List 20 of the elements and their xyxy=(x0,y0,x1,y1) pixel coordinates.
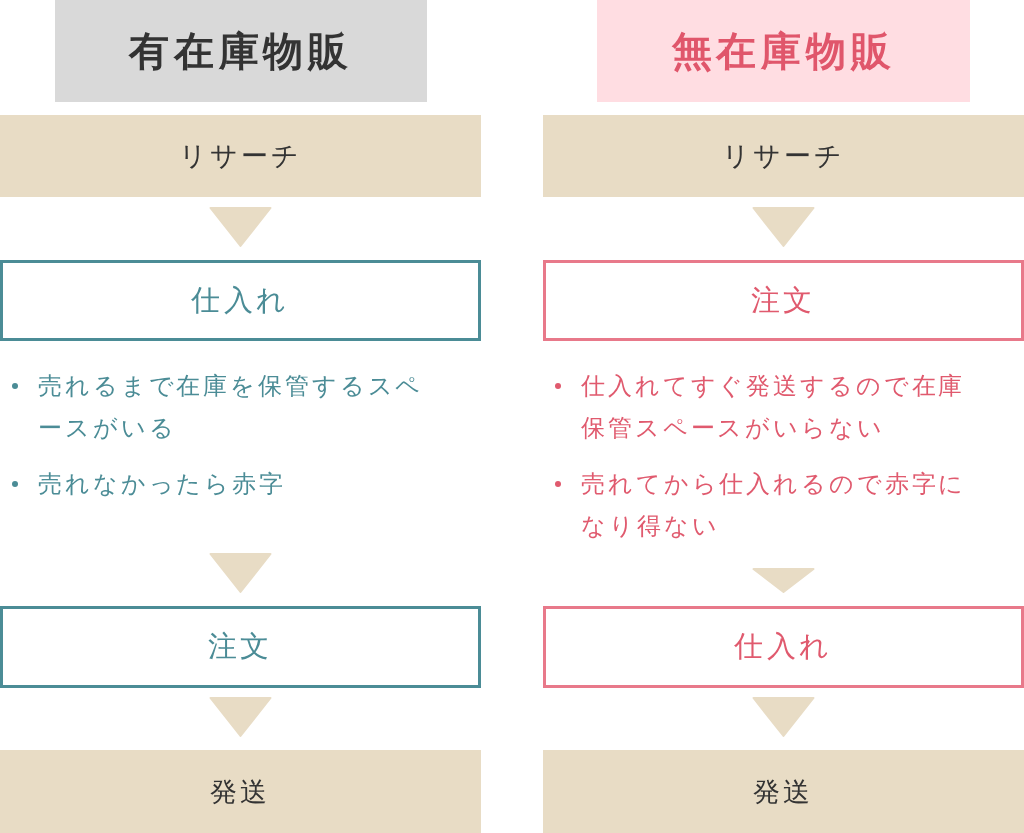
process-box: 注文 xyxy=(543,260,1024,341)
step-box: 発送 xyxy=(0,750,481,833)
arrow xyxy=(209,697,272,737)
step-box: リサーチ xyxy=(543,115,1024,197)
arrow xyxy=(752,697,815,737)
step-box: リサーチ xyxy=(0,115,481,197)
arrow xyxy=(752,568,815,593)
title-box: 有在庫物販 xyxy=(55,0,427,102)
arrow xyxy=(752,207,815,247)
bullet-text: 売れるまで在庫を保管するスペースがいる xyxy=(38,371,425,444)
bullet-text: 仕入れてすぐ発送するので在庫保管スペースがいらない xyxy=(581,371,967,444)
bullet-text: 売れてから仕入れるので赤字になり得ない xyxy=(581,469,968,542)
process-box: 注文 xyxy=(0,606,481,688)
title-box: 無在庫物販 xyxy=(597,0,970,102)
arrow xyxy=(209,553,272,593)
process-box: 仕入れ xyxy=(0,260,481,341)
bullet-text: 売れなかったら赤字 xyxy=(38,469,287,500)
step-box: 発送 xyxy=(543,750,1024,833)
process-box: 仕入れ xyxy=(543,606,1024,688)
arrow xyxy=(209,207,272,247)
